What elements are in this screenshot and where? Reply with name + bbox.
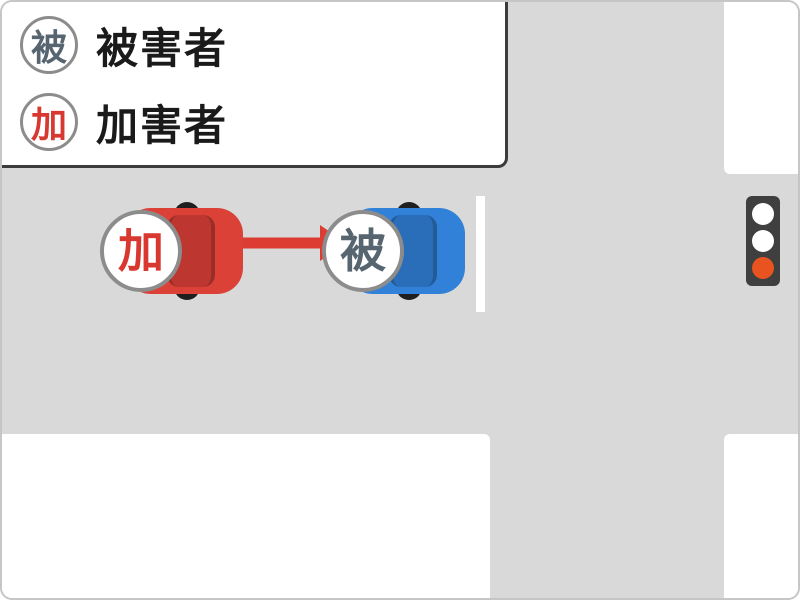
traffic-light: [746, 196, 780, 286]
traffic-light-top-lamp-icon: [752, 203, 774, 225]
legend-item-victim: 被 被害者: [20, 15, 505, 76]
legend-box: 被 被害者 加 加害者: [2, 2, 508, 168]
corner-block-bottom-right: [724, 434, 798, 598]
traffic-light-middle-lamp-icon: [752, 230, 774, 252]
perpetrator-car: 加: [100, 202, 243, 300]
victim-badge-icon: 被: [20, 16, 78, 74]
perpetrator-badge-icon: 加: [20, 93, 78, 151]
perpetrator-car-badge-icon: 加: [100, 210, 182, 292]
legend-item-perpetrator: 加 加害者: [20, 92, 505, 153]
corner-block-bottom-left: [2, 434, 490, 598]
victim-car-badge-label: 被: [340, 225, 386, 277]
legend-label-victim: 被害者: [96, 24, 229, 72]
victim-car-badge-icon: 被: [322, 210, 404, 292]
traffic-light-red-lamp-icon: [752, 257, 774, 279]
stop-line: [476, 196, 485, 312]
corner-block-top-right: [724, 2, 798, 174]
legend-label-perpetrator: 加害者: [96, 101, 229, 149]
perpetrator-car-badge-label: 加: [118, 225, 164, 277]
victim-car: 被: [322, 202, 465, 300]
